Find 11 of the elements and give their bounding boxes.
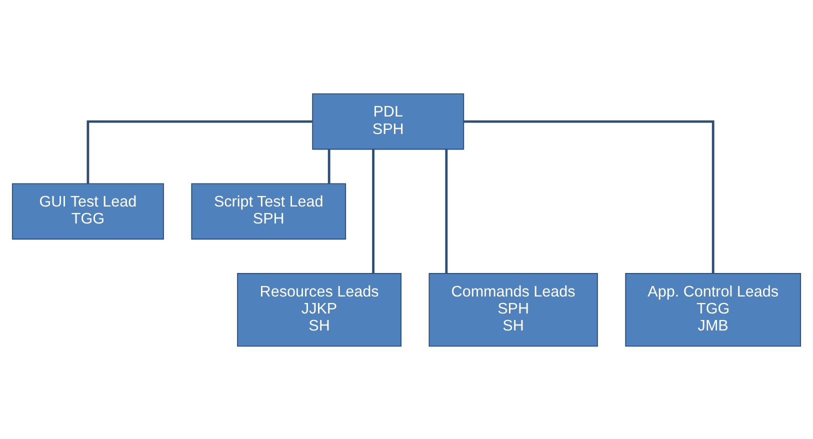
node-box: Script Test Lead SPH bbox=[191, 182, 346, 240]
node-box: Commands Leads SPH SH bbox=[428, 272, 598, 346]
connector bbox=[464, 120, 714, 273]
node-box: App. Control Leads TGG JMB bbox=[625, 272, 802, 346]
connector bbox=[372, 148, 374, 273]
node-box: GUI Test Lead TGG bbox=[12, 182, 164, 240]
node-box: Resources Leads JJKP SH bbox=[237, 272, 402, 346]
connector bbox=[328, 148, 330, 183]
connector bbox=[445, 148, 448, 273]
connector bbox=[86, 120, 312, 183]
node-box: PDL SPH bbox=[312, 92, 464, 150]
